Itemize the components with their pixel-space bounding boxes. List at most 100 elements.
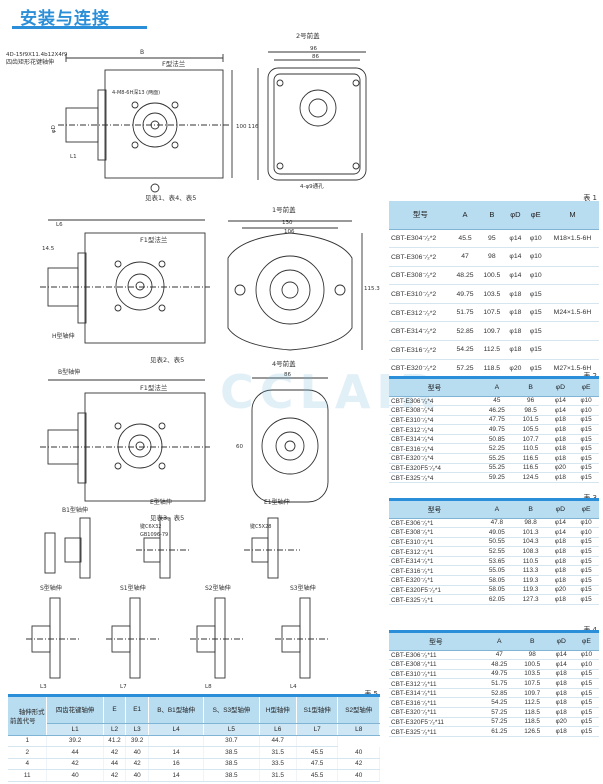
table-cell: φ15 (573, 669, 599, 680)
table-cell: 31.5 (259, 769, 297, 782)
table-cell: 40 (125, 769, 149, 782)
table-cell: 57.25 (451, 359, 479, 379)
table-cell: 44.7 (259, 735, 297, 747)
table-cell: 47 (482, 650, 516, 661)
table-cell: 1 (8, 735, 48, 747)
table-cell: 47.8 (479, 518, 514, 529)
table-cell: CBT-E320F5⁻⁄₂*4 (389, 463, 480, 474)
table-cell: φ15 (573, 463, 599, 474)
table-5-header: E1 (125, 697, 149, 724)
table-cell: 52.85 (482, 688, 516, 699)
table-cell: 50.55 (479, 537, 514, 548)
table-cell: φ18 (505, 303, 526, 323)
table-cell: 42 (125, 758, 149, 770)
dim-l4-label: L4 (290, 684, 297, 690)
table-cell: φ18 (547, 556, 574, 567)
table-cell: 48.25 (482, 659, 516, 670)
table-cell: φ14 (548, 659, 574, 670)
key-e1-label: 键C5X28 (250, 523, 271, 530)
table-cell: φ15 (573, 726, 599, 737)
table-cell: 112.5 (478, 340, 506, 360)
ref-tables-3: 见表3、表5 (150, 513, 184, 522)
table-cell: 118.5 (478, 359, 506, 379)
table-cell: 110.5 (513, 556, 548, 567)
table-5-subheader: L4 (148, 723, 205, 736)
dim-130-label: 130 (282, 220, 293, 226)
table-5-band (8, 694, 380, 697)
table-cell: CBT-E310⁻⁄₂*11 (389, 669, 483, 680)
table-cell: 40 (337, 769, 380, 782)
shaft-e1-label: E1型轴伸 (264, 498, 290, 506)
table-cell: 42 (103, 746, 127, 759)
table-cell: φ15 (573, 453, 599, 464)
dim-96-label: 96 (310, 46, 317, 52)
table-5-header: S2型轴伸 (337, 697, 380, 724)
table-5-corner-top: 轴伸形式 (18, 708, 45, 716)
shaft-variants-row-1 (44, 517, 300, 579)
table-cell: φ10 (525, 266, 546, 286)
table-cell: CBT-E304⁻⁄₂*2 (389, 229, 452, 249)
table-cell: 42 (337, 758, 380, 770)
dim-l8-label: L8 (205, 684, 212, 690)
table-cell: 98 (515, 650, 549, 661)
table-cell: 107.7 (513, 434, 548, 445)
table-cell: 47.5 (296, 758, 339, 770)
table-cell: φ18 (548, 669, 574, 680)
table-5-header: H型轴伸 (259, 697, 297, 724)
table-cell: 109.7 (478, 321, 506, 342)
shaft-s2-label: S2型轴伸 (205, 584, 231, 592)
table-5-header: S、S3型轴伸 (203, 697, 260, 724)
table-cell: CBT-E314⁻⁄₂*4 (389, 434, 480, 445)
dim-l7-label: L7 (120, 684, 127, 690)
table-cell: 49.75 (482, 669, 516, 680)
table-cell: φ15 (573, 415, 599, 426)
table-cell: M24×1.5-6H (545, 303, 599, 323)
bolt-holes-label-1: 4-M8-6H深13 (两面) (112, 89, 160, 96)
table-cell (296, 735, 339, 747)
table-cell: 126.5 (515, 726, 549, 737)
table-cell: φ14 (547, 405, 574, 416)
table-cell: φ10 (525, 247, 546, 267)
table-cell: φ18 (547, 472, 574, 483)
table-5-header: B、B1型轴伸 (148, 697, 205, 724)
table-cell: φ18 (547, 565, 574, 577)
table-cell: 112.5 (515, 697, 549, 709)
table-cell: φ18 (547, 434, 574, 445)
table-2-header: B (513, 379, 548, 397)
table-cell: 98.5 (513, 405, 548, 416)
table-cell: φ18 (547, 415, 574, 426)
table-cell: CBT-E306⁻⁄₂*2 (389, 247, 452, 267)
table-1-header: 型号 (389, 201, 452, 230)
table-cell: CBT-E325⁻⁄₂*4 (389, 472, 480, 483)
table-cell: φ18 (548, 678, 574, 689)
table-cell: 104.3 (513, 537, 548, 548)
table-5-subheader: L8 (337, 723, 380, 736)
front-cover-4-view (251, 377, 329, 503)
table-cell: CBT-E320⁻⁄₂*4 (389, 453, 480, 464)
table-3-header: 型号 (389, 501, 480, 519)
table-1-header: B (478, 201, 506, 230)
table-cell: φ14 (505, 229, 526, 249)
shaft-b1-label: B1型轴伸 (62, 506, 88, 514)
table-2-header: φE (573, 379, 599, 397)
table-cell: 62.05 (479, 594, 514, 605)
table-cell: 107.5 (515, 678, 549, 689)
table-cell: 61.25 (482, 726, 516, 737)
table-cell: 14 (148, 769, 205, 782)
table-cell: φ15 (573, 594, 599, 605)
table-cell: 51.75 (482, 678, 516, 689)
table-cell: 33.5 (259, 758, 297, 770)
dim-86-label-2: 86 (284, 372, 291, 378)
